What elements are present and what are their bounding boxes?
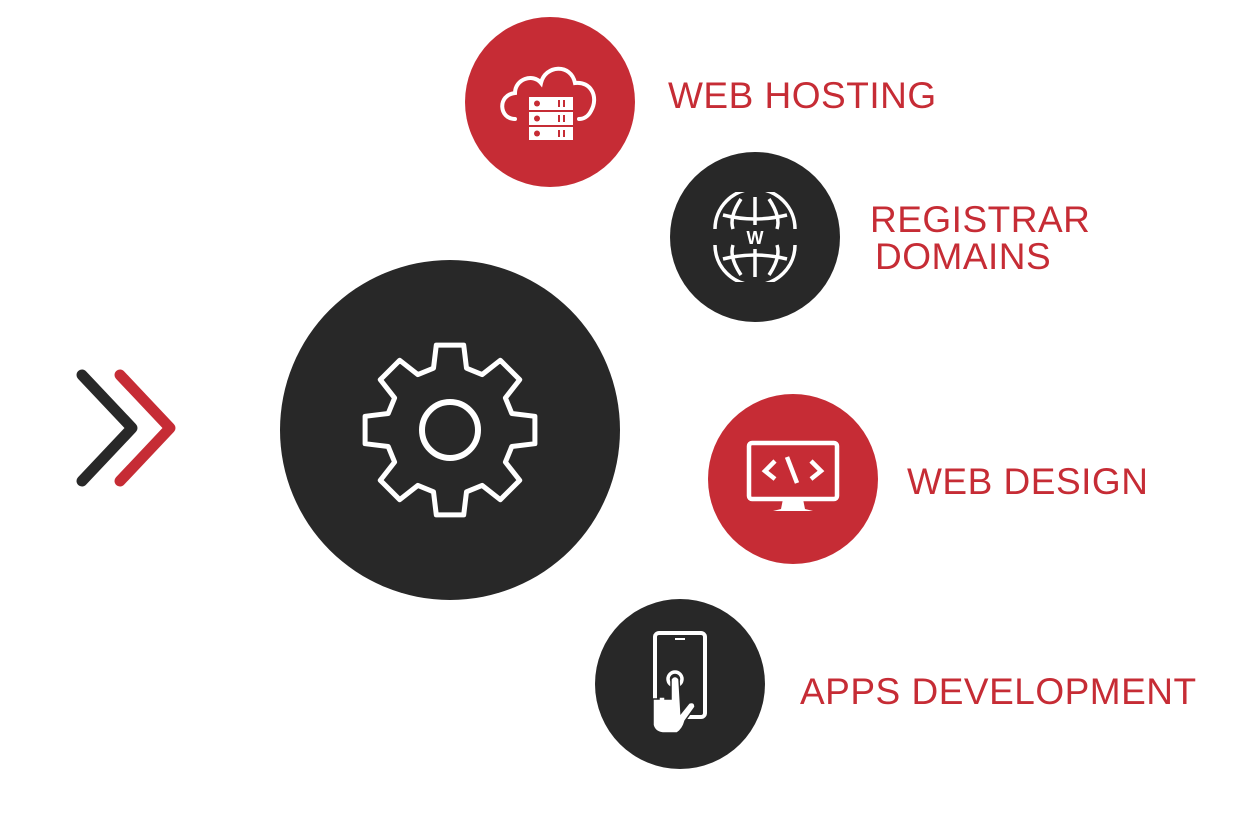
- registrar-domains-circle: W: [670, 152, 840, 322]
- apps-development-circle: [595, 599, 765, 769]
- smartphone-touch-icon: [652, 631, 707, 734]
- globe-www-icon: W: [713, 192, 797, 282]
- gear-icon: [362, 342, 538, 518]
- monitor-code-icon: [746, 440, 840, 511]
- registrar-domains-label-line2: DOMAINS: [875, 236, 1052, 277]
- web-design-label: WEB DESIGN: [907, 461, 1149, 502]
- double-chevron-right-icon: [76, 369, 176, 487]
- svg-text:W: W: [747, 228, 764, 248]
- web-hosting-label: WEB HOSTING: [668, 75, 937, 116]
- web-design-circle: [708, 394, 878, 564]
- apps-development-label: APPS DEVELOPMENT: [800, 671, 1197, 712]
- web-hosting-circle: [465, 17, 635, 187]
- registrar-domains-label-line1: REGISTRAR: [870, 199, 1091, 240]
- cloud-server-icon: [500, 66, 597, 140]
- center-gear-circle: [280, 260, 620, 600]
